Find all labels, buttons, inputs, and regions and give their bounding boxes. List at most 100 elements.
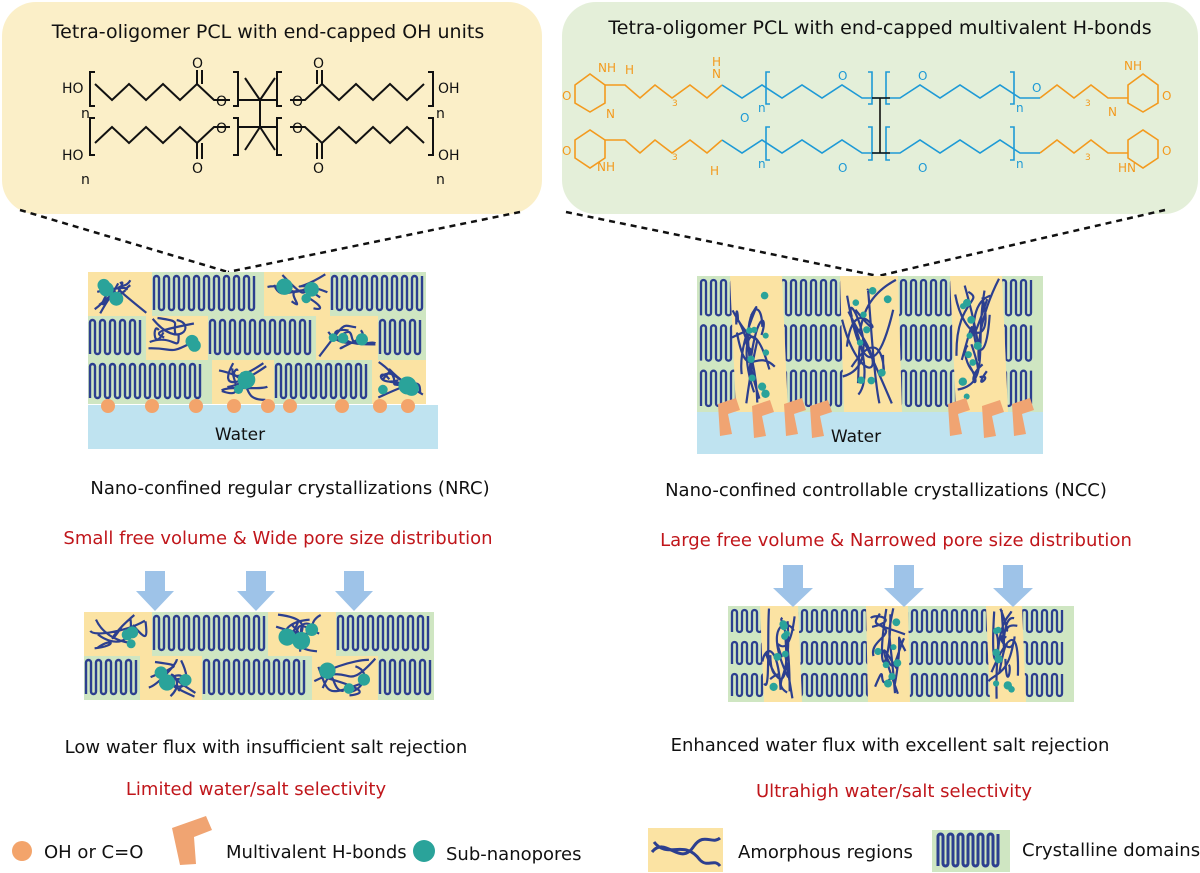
chem-label-n: n — [436, 106, 445, 122]
sub-nanopore — [748, 374, 756, 382]
chem-label-nh: NH — [1124, 59, 1142, 73]
sub-nanopore — [973, 341, 982, 350]
chem-label-h: H — [710, 164, 719, 178]
sub-nanopore — [992, 648, 1001, 657]
chem-label-o: O — [192, 56, 203, 72]
folded-chain — [274, 362, 368, 400]
chem-label-o: O — [1162, 89, 1171, 103]
sub-nanopore — [398, 376, 417, 395]
legend: OH or C=O Multivalent H-bonds Sub-nanopo… — [12, 816, 1200, 872]
chem-label-n: n — [436, 172, 445, 188]
chem-label-n: n — [1016, 101, 1024, 115]
folded-chain — [378, 318, 422, 356]
folded-chain — [202, 658, 306, 696]
left-structure-panel: Tetra-oligomer PCL with end-capped OH un… — [2, 2, 542, 214]
sub-nanopore — [751, 326, 758, 333]
folded-chain-icon — [932, 830, 1010, 872]
chem-label-ho: HO — [62, 81, 84, 97]
tangled-chain — [148, 316, 195, 352]
folded-chain — [84, 658, 138, 696]
sub-nanopore — [747, 355, 755, 363]
chem-label-o: O — [838, 69, 847, 83]
sub-nanopore — [863, 326, 871, 334]
sub-nanopore — [856, 339, 864, 346]
sub-nanopore — [301, 293, 312, 304]
sub-nanopore — [860, 311, 867, 318]
hbond-bracket — [718, 398, 740, 436]
right-upi-structure — [574, 71, 1159, 169]
sub-nanopore — [746, 327, 753, 334]
sub-nanopore — [963, 393, 970, 400]
sub-nanopore — [188, 339, 201, 352]
chem-label-oh: OH — [438, 148, 460, 164]
sub-nanopore — [278, 628, 296, 646]
right-box-title: Tetra-oligomer PCL with end-capped multi… — [607, 17, 1151, 39]
sub-nanopore — [780, 622, 788, 631]
chem-label-o: O — [740, 111, 749, 125]
right-outcome: Enhanced water flux with excellent salt … — [671, 735, 1110, 756]
sub-nanopore — [292, 631, 311, 650]
sub-nanopore — [892, 618, 901, 627]
sub-nanopore — [305, 623, 319, 636]
chem-label-o: O — [313, 56, 324, 72]
tangled-chain-icon — [648, 828, 723, 872]
sub-nanopore — [882, 661, 890, 669]
chem-label-o: O — [838, 161, 847, 175]
chem-label-three: 3 — [672, 99, 678, 109]
sub-nanopore — [964, 351, 972, 359]
sub-nanopore — [994, 655, 1003, 664]
sub-nanopore — [966, 332, 973, 339]
chem-label-o: O — [216, 121, 227, 137]
sub-nanopore — [761, 389, 770, 398]
left-structure-box — [2, 2, 542, 214]
right-flux-arrow-3 — [993, 565, 1033, 607]
sub-nanopore — [769, 682, 778, 692]
chem-label-o: O — [292, 121, 303, 137]
teal-dot-icon — [413, 840, 435, 862]
left-caption: Nano-confined regular crystallizations (… — [90, 478, 489, 499]
hbond-bracket — [1012, 398, 1034, 436]
sub-nanopore — [993, 680, 1000, 687]
left-outcome: Low water flux with insufficient salt re… — [65, 737, 468, 758]
left-zoom-line-a — [19, 208, 229, 274]
chem-label-nh: NH — [598, 61, 616, 75]
sub-nanopore — [884, 679, 892, 688]
sub-nanopore — [304, 282, 319, 297]
chem-label-o: O — [562, 144, 571, 158]
right-flux-arrow-2 — [884, 565, 924, 607]
chem-label-o: O — [192, 161, 203, 177]
chem-label-three: 3 — [1085, 99, 1091, 109]
sub-nanopore — [126, 626, 139, 639]
sub-nanopore — [328, 333, 338, 342]
chem-label-n: N — [1108, 105, 1117, 119]
sub-nanopore — [179, 674, 192, 687]
hydroxyl-dot — [101, 399, 115, 413]
chem-label-three: 3 — [1085, 153, 1091, 163]
sub-nanopore — [154, 666, 168, 679]
sub-nanopore — [1003, 681, 1012, 690]
folded-chain — [88, 318, 142, 356]
left-water-label: Water — [215, 425, 265, 445]
right-zoom-line-b — [877, 208, 1166, 278]
nrc-membrane-after-flux — [84, 612, 434, 700]
chem-label-n: N — [606, 107, 615, 121]
chem-label-ho: HO — [62, 148, 84, 164]
hydroxyl-dot — [335, 399, 349, 413]
ncc-membrane-after-flux — [728, 606, 1074, 702]
sub-nanopore — [781, 650, 789, 658]
left-selectivity: Limited water/salt selectivity — [126, 779, 387, 800]
right-zoom-line-a — [565, 210, 879, 278]
sub-nanopore — [890, 644, 897, 651]
sub-nanopore — [760, 291, 769, 300]
chem-label-hn: HN — [1118, 161, 1136, 175]
sub-nanopore — [857, 376, 865, 384]
tangled-chain — [313, 657, 377, 697]
right-caption: Nano-confined controllable crystallizati… — [665, 480, 1107, 501]
hbond-bracket — [948, 398, 970, 436]
sub-nanopore — [883, 295, 892, 304]
chem-label-o: O — [918, 69, 927, 83]
right-water-label: Water — [831, 427, 881, 447]
right-chem-labels: NH N H O 3 N H O NH 3 H NH O 3 N HN O 3 … — [562, 55, 1171, 178]
right-property: Large free volume & Narrowed pore size d… — [660, 530, 1132, 551]
sub-nanopore — [967, 316, 976, 324]
